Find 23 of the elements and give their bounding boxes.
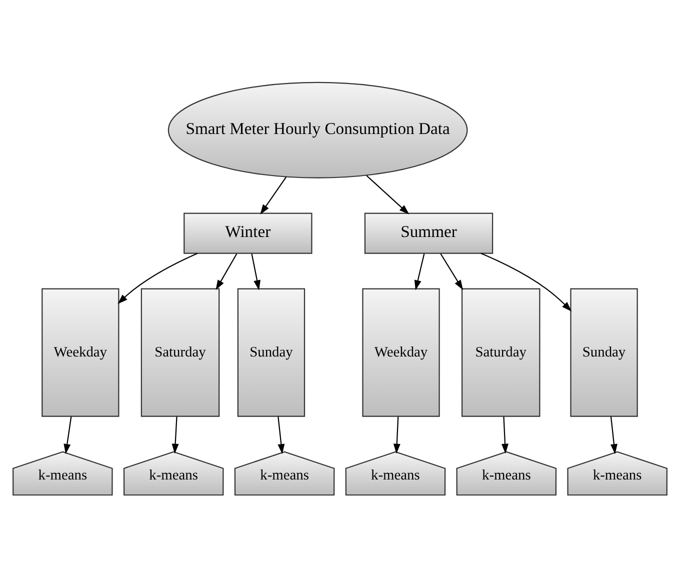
arrow — [278, 416, 285, 454]
node-box: Saturday — [140, 288, 220, 417]
arrow — [610, 416, 618, 454]
node-box: Sunday — [570, 288, 638, 417]
arrow — [216, 253, 238, 290]
arrow — [393, 416, 400, 454]
node-ellipse: Smart Meter Hourly Consumption Data — [168, 82, 468, 178]
arrow — [64, 416, 72, 454]
arrow — [260, 176, 287, 214]
node-box: Winter — [184, 212, 312, 254]
arrow — [366, 175, 410, 214]
arrow — [480, 252, 572, 312]
node-box: Weekday — [362, 288, 440, 417]
node-box: Saturday — [461, 288, 540, 417]
arrow — [440, 253, 464, 290]
arrow — [118, 252, 198, 304]
node-box: Weekday — [42, 288, 120, 417]
arrow — [251, 254, 261, 290]
node-box: Summer — [364, 212, 494, 254]
arrow — [414, 254, 425, 290]
node-box: Sunday — [237, 288, 306, 417]
arrow — [172, 416, 179, 454]
arrow — [502, 416, 508, 454]
